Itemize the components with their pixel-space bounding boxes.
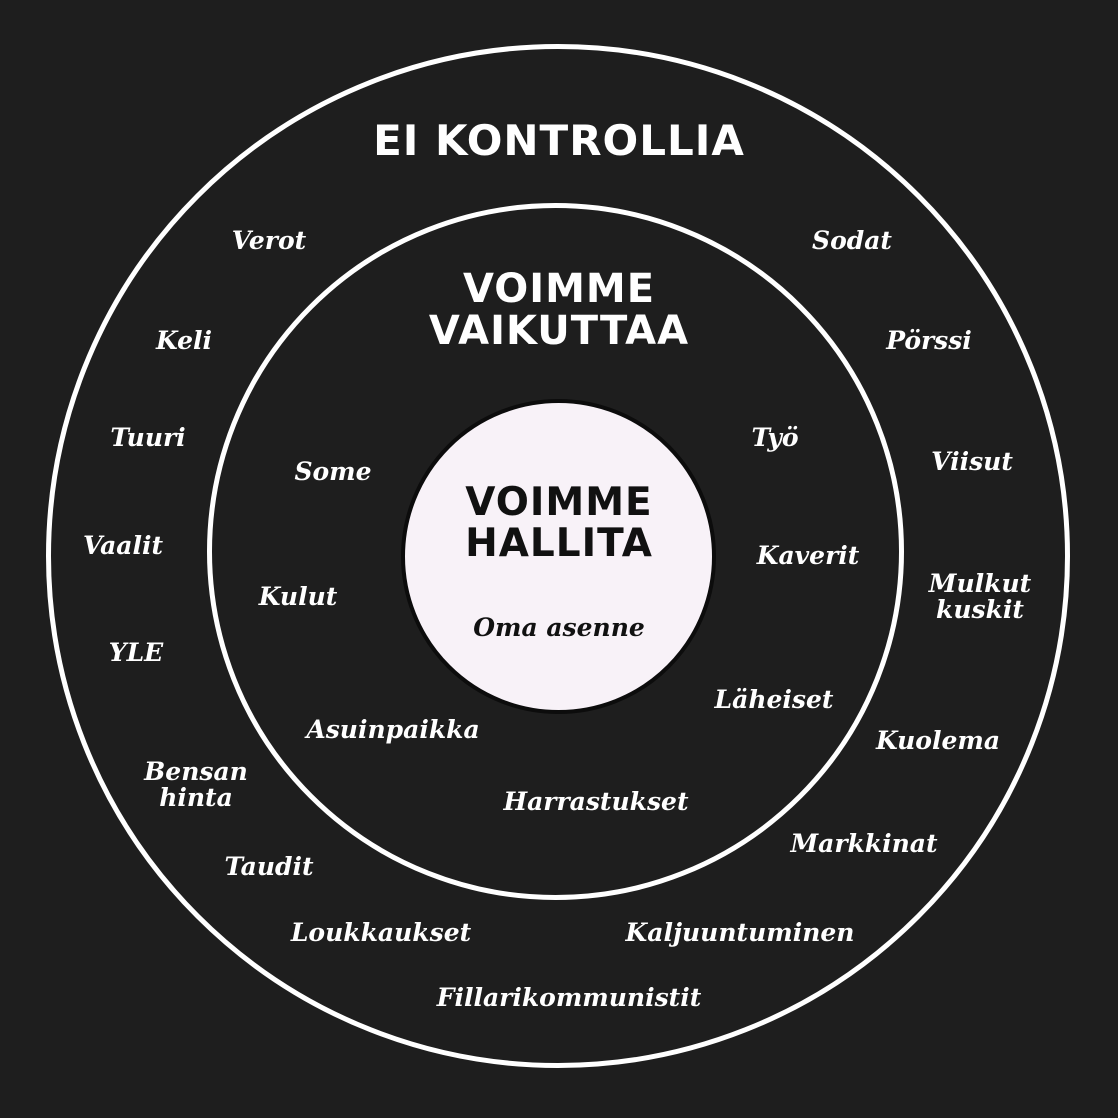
middle-item-kaverit: Kaverit — [756, 540, 860, 570]
outer-ring-title: EI KONTROLLIA — [373, 116, 745, 165]
middle-item-tyo: Työ — [751, 422, 799, 452]
outer-item-tuuri: Tuuri — [110, 422, 186, 452]
outer-item-keli: Keli — [155, 325, 213, 355]
outer-item-loukkaukset: Loukkaukset — [290, 917, 472, 947]
outer-item-fillarikommunistit: Fillarikommunistit — [436, 982, 702, 1012]
outer-item-porssi: Pörssi — [886, 325, 972, 355]
outer-item-bensan-hinta: Bensan hinta — [144, 756, 248, 812]
outer-item-sodat: Sodat — [812, 225, 892, 255]
middle-item-harrastukset: Harrastukset — [503, 786, 689, 816]
middle-item-some: Some — [294, 456, 372, 486]
outer-item-markkinat: Markkinat — [790, 828, 938, 858]
middle-ring-can-influence — [207, 203, 904, 900]
middle-ring-title: VOIMME VAIKUTTAA — [428, 266, 690, 354]
middle-item-laheiset: Läheiset — [714, 684, 834, 714]
outer-item-viisut: Viisut — [931, 446, 1013, 476]
outer-item-verot: Verot — [231, 225, 307, 255]
middle-item-kulut: Kulut — [258, 581, 338, 611]
outer-item-mulkut-kuskit: Mulkut kuskit — [928, 568, 1032, 624]
inner-circle-title: VOIMME HALLITA — [465, 480, 653, 566]
outer-ring-no-control — [46, 44, 1070, 1068]
middle-item-asuinpaikka: Asuinpaikka — [306, 714, 480, 744]
outer-item-kaljuuntuminen: Kaljuuntuminen — [625, 917, 855, 947]
outer-item-kuolema: Kuolema — [875, 725, 1001, 755]
inner-circle-can-control — [401, 399, 716, 714]
inner-item-oma-asenne: Oma asenne — [473, 612, 645, 642]
outer-item-taudit: Taudit — [224, 851, 314, 881]
outer-item-yle: YLE — [108, 637, 164, 667]
outer-item-vaalit: Vaalit — [82, 530, 164, 560]
